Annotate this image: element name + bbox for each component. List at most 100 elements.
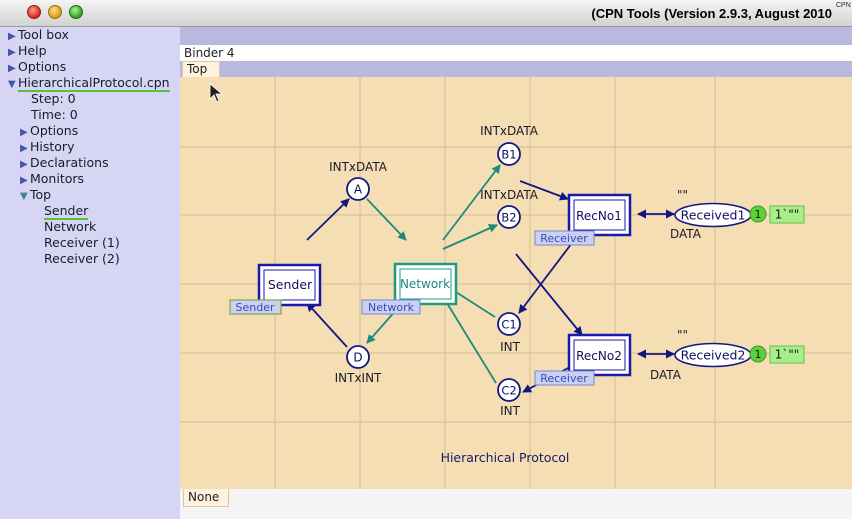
- sidebar-item-label: Top: [30, 187, 52, 202]
- expand-arrow-icon[interactable]: ▶: [20, 127, 28, 138]
- transition-label: RecNo2: [576, 349, 622, 363]
- sidebar-item-label: History: [30, 139, 75, 154]
- place-c1[interactable]: C1: [497, 312, 521, 336]
- window-titlebar: (CPN Tools (Version 2.9.3, August 2010 C…: [0, 0, 852, 27]
- sidebar-item-net-file[interactable]: ▼HierarchicalProtocol.cpn: [8, 75, 170, 92]
- net-canvas[interactable]: Sender Sender Network Network RecNo1: [180, 77, 852, 489]
- step-counter: Step: 0: [31, 91, 76, 106]
- place-d[interactable]: D: [346, 345, 370, 369]
- subpage-tag-label: Receiver: [540, 372, 588, 385]
- transition-recno1[interactable]: RecNo1: [567, 193, 632, 237]
- sidebar-item-label: Help: [18, 43, 47, 58]
- token-count-label: 1: [755, 348, 762, 361]
- bottom-binder-strip: None: [180, 489, 852, 519]
- place-d-colorset: INTxINT: [335, 371, 382, 385]
- sidebar-page-sender[interactable]: Sender: [44, 203, 89, 220]
- arc-a-network: [366, 198, 407, 241]
- subpage-tag-label: Network: [368, 301, 415, 314]
- sidebar-page-network[interactable]: Network: [44, 219, 97, 234]
- token-count-received1[interactable]: 1: [749, 205, 767, 223]
- subpage-tag-label: Receiver: [540, 232, 588, 245]
- sidebar-item-help[interactable]: ▶Help: [8, 43, 47, 59]
- sidebar-item-options[interactable]: ▶Options: [8, 59, 66, 75]
- net-caption: Hierarchical Protocol: [441, 450, 570, 465]
- collapse-arrow-icon[interactable]: ▼: [20, 191, 28, 202]
- time-counter: Time: 0: [31, 107, 78, 122]
- transition-label: Sender: [268, 277, 313, 292]
- sidebar-item-label: Declarations: [30, 155, 109, 170]
- place-received2[interactable]: Received2: [674, 342, 752, 368]
- sidebar-item-history[interactable]: ▶History: [20, 139, 74, 155]
- sidebar-item-label: Options: [30, 123, 79, 138]
- place-b1-colorset: INTxDATA: [480, 124, 539, 138]
- place-label: Received2: [681, 348, 746, 363]
- arc-network-b1: [442, 164, 501, 241]
- minimize-window-button[interactable]: [48, 5, 62, 19]
- sidebar-item-label: Options: [18, 59, 67, 74]
- sidebar-item-toolbox[interactable]: ▶Tool box: [8, 27, 69, 43]
- marking-received1[interactable]: 1`"": [769, 205, 805, 224]
- place-b1[interactable]: B1: [497, 142, 521, 166]
- place-label: Received1: [681, 208, 746, 223]
- expand-arrow-icon[interactable]: ▶: [8, 31, 16, 42]
- expand-arrow-icon[interactable]: ▶: [20, 175, 28, 186]
- place-c2[interactable]: C2: [497, 378, 521, 402]
- subpage-tag-label: Sender: [236, 301, 275, 314]
- place-label: A: [354, 183, 363, 197]
- index-sidebar: ▶Tool box ▶Help ▶Options ▼HierarchicalPr…: [0, 27, 180, 519]
- token-count-label: 1: [755, 208, 762, 221]
- place-b2[interactable]: B2: [497, 205, 521, 229]
- transition-network[interactable]: Network: [393, 262, 458, 306]
- sidebar-page-receiver-2[interactable]: Receiver (2): [44, 251, 120, 266]
- close-window-button[interactable]: [27, 5, 41, 19]
- subpage-tag-recno1[interactable]: Receiver: [534, 230, 595, 246]
- place-label: C1: [501, 318, 516, 332]
- arc-recno1-c1: [518, 238, 576, 314]
- marking-received2[interactable]: 1`"": [769, 345, 805, 364]
- sidebar-item-net-options[interactable]: ▶Options: [20, 123, 78, 139]
- subpage-tag-recno2[interactable]: Receiver: [534, 370, 595, 386]
- collapse-arrow-icon[interactable]: ▼: [8, 79, 16, 90]
- sidebar-item-top[interactable]: ▼Top: [20, 187, 51, 203]
- transition-label: RecNo1: [576, 209, 622, 223]
- sidebar-item-label: Tool box: [18, 27, 69, 42]
- arc-b1-recno1: [519, 180, 569, 201]
- place-label: B2: [501, 211, 516, 225]
- tab-label: Top: [187, 62, 208, 76]
- place-a[interactable]: A: [346, 177, 370, 201]
- place-received1[interactable]: Received1: [674, 202, 752, 228]
- net-file-label: HierarchicalProtocol.cpn: [18, 75, 170, 92]
- place-received2-initial-marking: "": [677, 328, 688, 342]
- place-b2-colorset: INTxDATA: [480, 188, 539, 202]
- page-label: Sender: [44, 203, 89, 220]
- marking-label: 1`"": [775, 348, 800, 362]
- expand-arrow-icon[interactable]: ▶: [8, 47, 16, 58]
- transition-label: Network: [400, 277, 450, 291]
- sidebar-page-receiver-1[interactable]: Receiver (1): [44, 235, 120, 250]
- place-c2-colorset: INT: [500, 404, 521, 418]
- net-diagram[interactable]: Sender Sender Network Network RecNo1: [180, 77, 852, 489]
- arc-d-sender: [306, 302, 348, 348]
- place-c1-colorset: INT: [500, 340, 521, 354]
- expand-arrow-icon[interactable]: ▶: [20, 143, 28, 154]
- place-a-colorset: INTxDATA: [329, 160, 388, 174]
- place-received1-colorset: DATA: [670, 227, 702, 241]
- subpage-tag-sender[interactable]: Sender: [229, 299, 282, 315]
- tab-none[interactable]: None: [183, 489, 229, 507]
- zoom-window-button[interactable]: [69, 5, 83, 19]
- token-count-received2[interactable]: 1: [749, 345, 767, 363]
- place-label: B1: [501, 148, 516, 162]
- expand-arrow-icon[interactable]: ▶: [20, 159, 28, 170]
- arc-sender-a: [306, 198, 350, 241]
- binder-header[interactable]: Binder 4: [180, 45, 852, 61]
- subpage-tag-network[interactable]: Network: [361, 299, 421, 315]
- tab-top[interactable]: Top: [182, 61, 220, 77]
- window-title: (CPN Tools (Version 2.9.3, August 2010: [591, 6, 832, 21]
- cpn-logo-icon: CPN: [836, 2, 851, 9]
- sidebar-item-declarations[interactable]: ▶Declarations: [20, 155, 109, 171]
- marking-label: 1`"": [775, 208, 800, 222]
- transition-sender[interactable]: Sender: [257, 263, 322, 307]
- expand-arrow-icon[interactable]: ▶: [8, 63, 16, 74]
- transition-recno2[interactable]: RecNo2: [567, 333, 632, 377]
- sidebar-item-monitors[interactable]: ▶Monitors: [20, 171, 84, 187]
